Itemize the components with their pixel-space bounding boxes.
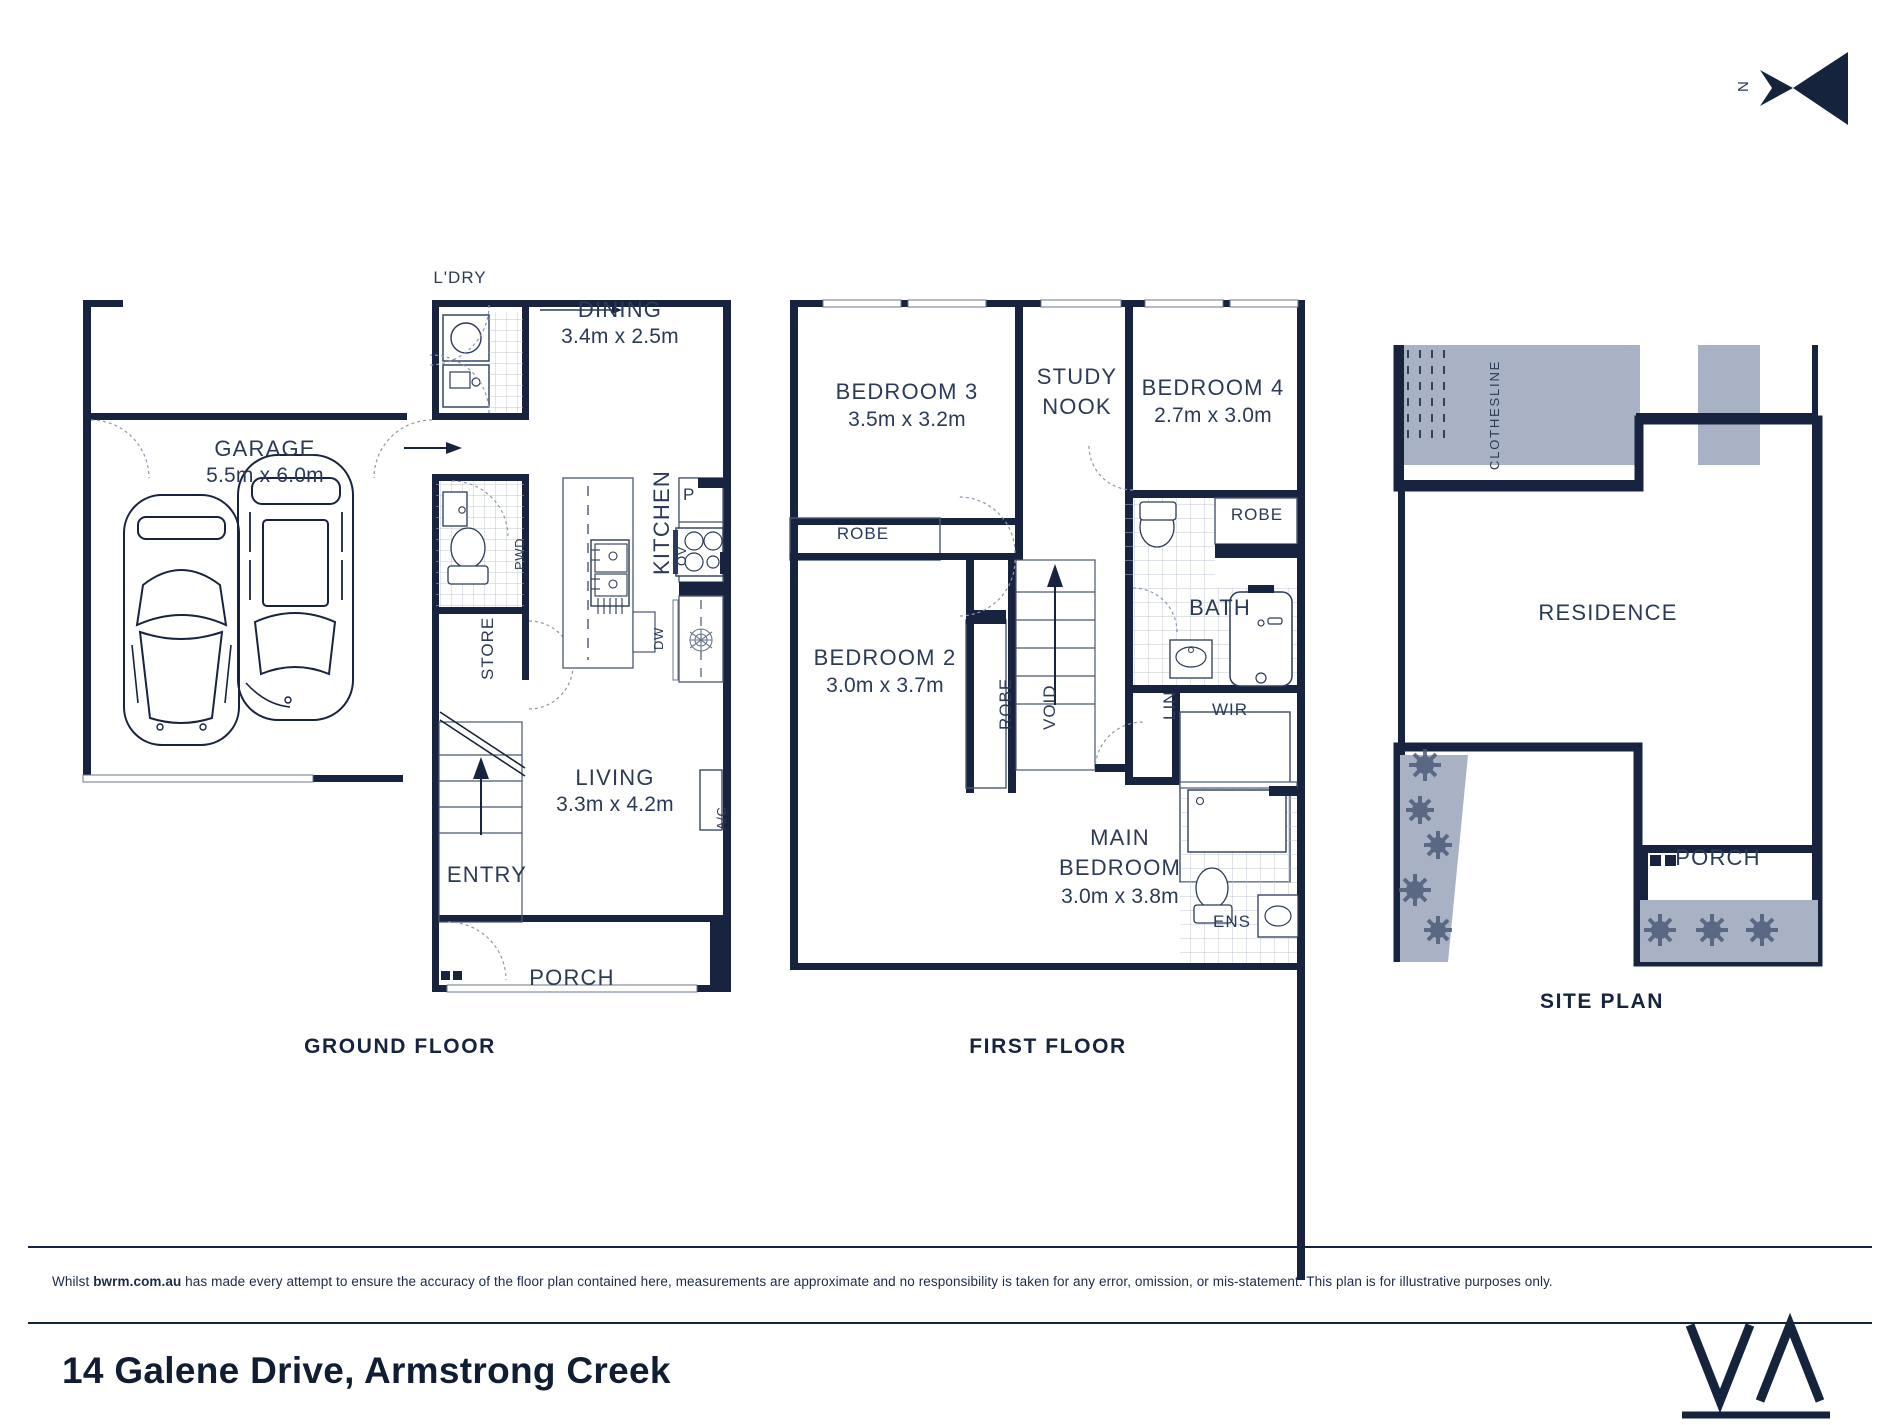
label-robe-bed2: ROBE bbox=[996, 677, 1015, 730]
label-pwd: PWD bbox=[512, 537, 527, 570]
label-residence: RESIDENCE bbox=[1538, 600, 1678, 625]
label-lin: LIN bbox=[1160, 690, 1179, 720]
disclaimer-text: Whilst bwrm.com.au has made every attemp… bbox=[52, 1273, 1848, 1291]
label-void: VOID bbox=[1040, 684, 1059, 730]
label-dining-dim: 3.4m x 2.5m bbox=[561, 325, 679, 348]
label-main-bedroom-line2: BEDROOM bbox=[1058, 855, 1182, 880]
label-ens: ENS bbox=[1213, 912, 1251, 931]
label-bed3-dim: 3.5m x 3.2m bbox=[848, 408, 966, 431]
label-entry: ENTRY bbox=[446, 862, 528, 887]
disclaimer-brand: bwrm.com.au bbox=[93, 1274, 182, 1289]
car-icon-left bbox=[123, 494, 240, 746]
label-living-name: LIVING bbox=[575, 765, 655, 790]
disclaimer-prefix: Whilst bbox=[52, 1274, 94, 1289]
label-wir: WIR bbox=[1211, 700, 1249, 719]
label-store: STORE bbox=[478, 616, 497, 680]
label-living-dim: 3.3m x 4.2m bbox=[556, 793, 674, 816]
label-dishwasher: DW bbox=[651, 627, 666, 650]
first-windows bbox=[822, 299, 1299, 308]
disclaimer-suffix: has made every attempt to ensure the acc… bbox=[181, 1274, 1553, 1289]
ground-windows bbox=[82, 774, 698, 993]
site-plan bbox=[1393, 345, 1823, 967]
ground-stair bbox=[438, 711, 526, 923]
label-main-bedroom-dim: 3.0m x 3.8m bbox=[1061, 885, 1179, 908]
compass-north-icon bbox=[1760, 52, 1848, 125]
label-ldry: L'DRY bbox=[433, 268, 487, 287]
label-bed2-name: BEDROOM 2 bbox=[813, 645, 957, 670]
label-robe-bed3: ROBE bbox=[836, 524, 890, 543]
logo-va bbox=[1682, 1312, 1830, 1419]
label-main-bedroom-line1: MAIN bbox=[1090, 825, 1150, 850]
label-garage-name: GARAGE bbox=[214, 436, 316, 461]
property-address: 14 Galene Drive, Armstrong Creek bbox=[62, 1350, 671, 1391]
label-kitchen: KITCHEN bbox=[649, 470, 674, 575]
car-icon-right bbox=[237, 454, 354, 721]
footer-divider-bottom bbox=[28, 1322, 1872, 1324]
label-bath: BATH bbox=[1189, 595, 1251, 620]
label-oven: OV bbox=[674, 546, 689, 566]
compass-n-label: N bbox=[1735, 81, 1752, 92]
label-study-line2: NOOK bbox=[1042, 394, 1112, 419]
label-bed3-name: BEDROOM 3 bbox=[835, 379, 979, 404]
label-bed4-dim: 2.7m x 3.0m bbox=[1154, 404, 1272, 427]
label-clothesline: CLOTHESLINE bbox=[1487, 359, 1502, 470]
label-pantry: P bbox=[683, 485, 696, 504]
first-stair bbox=[1015, 559, 1096, 771]
label-study-line1: STUDY bbox=[1036, 364, 1118, 389]
ground-floor-plan bbox=[82, 300, 731, 993]
first-floor-plan bbox=[789, 299, 1305, 1280]
label-robe-bed4: ROBE bbox=[1230, 505, 1284, 524]
label-bed2-dim: 3.0m x 3.7m bbox=[826, 674, 944, 697]
label-porch-ground: PORCH bbox=[529, 965, 615, 990]
label-bed4-name: BEDROOM 4 bbox=[1141, 375, 1285, 400]
kitchen-island bbox=[562, 477, 656, 669]
shrub-icons bbox=[1399, 749, 1778, 946]
title-ground-floor: GROUND FLOOR bbox=[304, 1035, 496, 1058]
label-ac: A/C bbox=[714, 806, 729, 830]
title-first-floor: FIRST FLOOR bbox=[969, 1035, 1127, 1058]
label-dining-name: DINING bbox=[577, 297, 663, 322]
kitchen-bench bbox=[672, 477, 726, 683]
footer-divider-top bbox=[28, 1246, 1872, 1248]
title-site-plan: SITE PLAN bbox=[1539, 990, 1665, 1013]
label-porch-site: PORCH bbox=[1675, 845, 1761, 870]
label-garage-dim: 5.5m x 6.0m bbox=[206, 464, 324, 487]
